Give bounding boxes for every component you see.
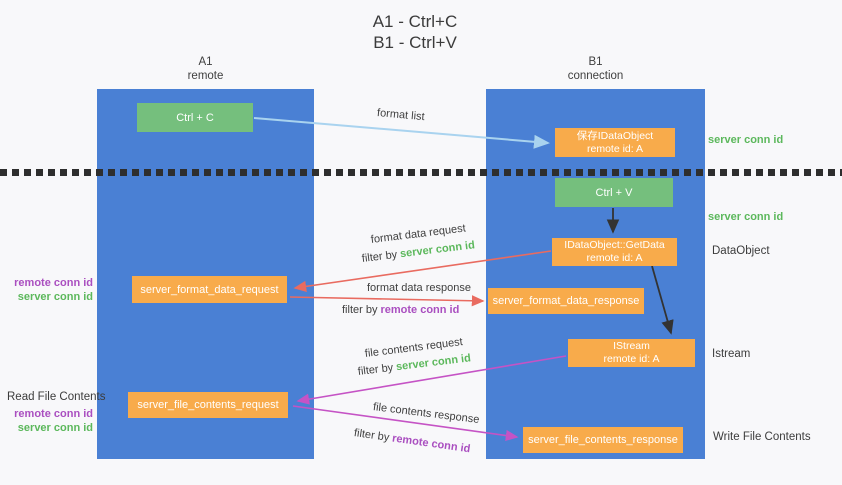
node-idataobject-getdata-line1: IDataObject::GetData bbox=[564, 239, 665, 251]
lane-a1-title: A1 bbox=[198, 56, 213, 68]
annotation-dataobject: DataObject bbox=[712, 245, 770, 257]
diagram-title: A1 - Ctrl+C B1 - Ctrl+V bbox=[330, 11, 500, 53]
node-server-format-data-response-label: server_format_data_response bbox=[492, 295, 640, 307]
annotation-server-conn-id-2: server conn id bbox=[17, 421, 93, 434]
node-istream: IStream remote id: A bbox=[568, 339, 695, 367]
node-server-file-contents-response: server_file_contents_response bbox=[523, 427, 683, 453]
node-server-file-contents-request-label: server_file_contents_request bbox=[137, 399, 279, 411]
annotation-conn-ids-file: remote conn id server conn id bbox=[0, 408, 93, 435]
node-ctrl-v: Ctrl + V bbox=[555, 178, 673, 207]
arrow-getdata-to-istream bbox=[651, 265, 674, 335]
node-idataobject-getdata-line2: remote id: A bbox=[586, 252, 643, 264]
filter-by-key-remote: remote conn id bbox=[380, 304, 460, 316]
title-line-2: B1 - Ctrl+V bbox=[373, 33, 457, 52]
node-istream-line2: remote id: A bbox=[603, 353, 660, 365]
node-istream-line1: IStream bbox=[613, 340, 650, 352]
annotation-read-file-contents: Read File Contents bbox=[7, 391, 106, 403]
flow-label-format-data-response: format data response bbox=[367, 282, 471, 294]
node-server-file-contents-request: server_file_contents_request bbox=[128, 392, 288, 418]
annotation-server-conn-id-1: server conn id bbox=[17, 290, 93, 303]
lane-header-b1: B1 connection bbox=[486, 55, 705, 83]
lane-b1-subtitle: connection bbox=[567, 70, 624, 82]
annotation-remote-conn-id-1: remote conn id bbox=[14, 277, 93, 289]
node-server-format-data-request-label: server_format_data_request bbox=[140, 283, 279, 296]
annotation-server-conn-id-mid: server conn id bbox=[708, 211, 784, 223]
arrow-format-data-response bbox=[289, 295, 485, 307]
node-save-idataobject-line2: remote id: A bbox=[586, 142, 644, 155]
filter-by-prefix: filter by bbox=[342, 304, 378, 316]
arrow-file-contents-request bbox=[296, 355, 567, 405]
annotation-istream: Istream bbox=[712, 348, 751, 360]
arrow-format-data-request bbox=[293, 250, 552, 292]
annotation-remote-conn-id-2: remote conn id bbox=[14, 408, 93, 420]
title-line-1: A1 - Ctrl+C bbox=[372, 12, 458, 31]
annotation-conn-ids-format: remote conn id server conn id bbox=[0, 277, 93, 304]
annotation-write-file-contents: Write File Contents bbox=[713, 431, 811, 443]
node-server-format-data-request: server_format_data_request bbox=[132, 276, 287, 303]
node-server-file-contents-response-label: server_file_contents_response bbox=[528, 434, 678, 446]
node-ctrl-c: Ctrl + C bbox=[137, 103, 253, 132]
node-save-idataobject-line1: 保存IDataObject bbox=[576, 129, 654, 142]
node-ctrl-c-label: Ctrl + C bbox=[176, 111, 214, 124]
arrow-format-list bbox=[253, 117, 550, 149]
dashed-divider-line bbox=[0, 169, 842, 176]
lane-a1-subtitle: remote bbox=[187, 70, 224, 82]
node-ctrl-v-label: Ctrl + V bbox=[595, 186, 633, 199]
lane-b1-title: B1 bbox=[588, 56, 603, 68]
lane-header-a1: A1 remote bbox=[97, 55, 314, 83]
node-save-idataobject: 保存IDataObject remote id: A bbox=[555, 128, 675, 157]
annotation-server-conn-id-top: server conn id bbox=[708, 134, 784, 146]
node-server-format-data-response: server_format_data_response bbox=[488, 288, 644, 314]
node-idataobject-getdata: IDataObject::GetData remote id: A bbox=[552, 238, 677, 266]
arrow-file-contents-response bbox=[292, 405, 519, 442]
